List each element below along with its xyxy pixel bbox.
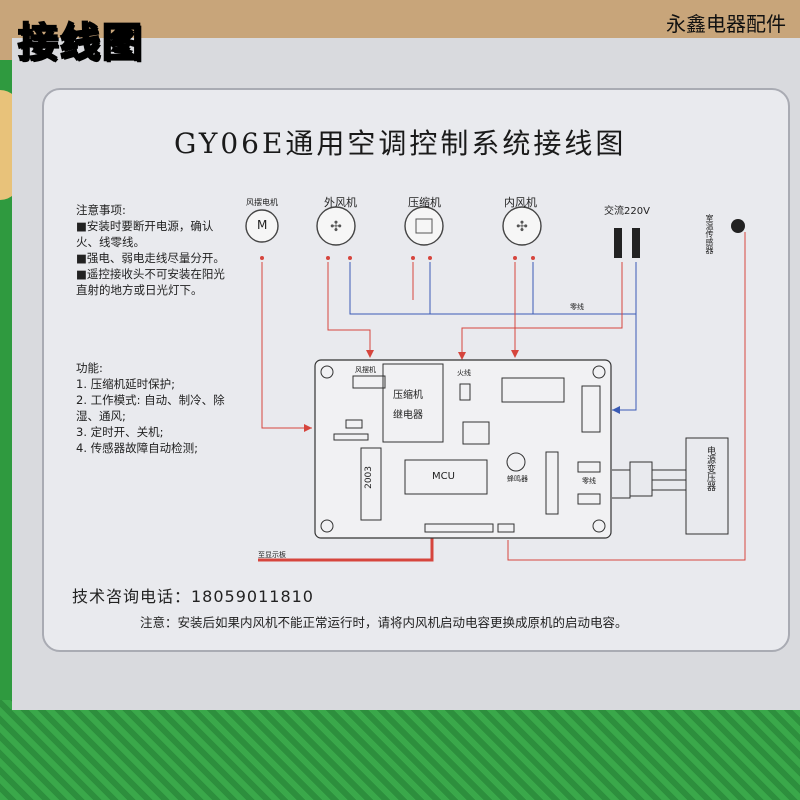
function-item: 1. 压缩机延时保护;: [76, 377, 176, 391]
outer-fan-label: 外风机: [324, 196, 357, 209]
relay-label: 压缩机继电器: [393, 390, 423, 421]
side-connector: [581, 385, 601, 433]
note-item: ■安装时要断开电源，确认火、线零线。: [76, 219, 214, 249]
sensor-icon: [731, 219, 745, 233]
buzzer-label: 蜂鸣器: [507, 475, 528, 483]
fan-blade-icon: ✣: [330, 219, 342, 235]
display-label: 至显示板: [258, 551, 286, 559]
notes-heading: 注意事项:: [76, 203, 126, 217]
board-neutral-label: 零线: [582, 477, 596, 485]
swing-motor-label: 风摆电机: [246, 198, 278, 207]
arrow-icon: [511, 350, 519, 358]
note-item: ■遥控接收头不可安装在阳光直射的地方或日光灯下。: [76, 267, 225, 297]
background-green-mat: [0, 700, 800, 800]
chip-label: 2003: [364, 466, 374, 489]
neutral-wire: [349, 262, 636, 315]
shop-name: 永鑫电器配件: [666, 12, 786, 36]
neutral-wire-branch: [429, 262, 534, 314]
transformer: [685, 437, 729, 535]
compressor-label: 压缩机: [408, 196, 441, 209]
swing-motor-wire: [261, 262, 312, 429]
functions-heading: 功能:: [76, 361, 103, 375]
compressor-icon: [404, 206, 444, 246]
functions-section: 功能: 1. 压缩机延时保护; 2. 工作模式: 自动、制冷、除湿、通风; 3.…: [76, 360, 246, 456]
notes-section: 注意事项: ■安装时要断开电源，确认火、线零线。 ■强电、弱电走线尽量分开。 ■…: [76, 202, 226, 298]
function-item: 2. 工作模式: 自动、制冷、除湿、通风;: [76, 393, 225, 423]
outer-fan-wire: [327, 262, 371, 350]
motor-symbol: M: [257, 218, 268, 232]
ac-power-label: 交流220V: [604, 206, 650, 217]
main-title: GY06E通用空调控制系统接线图: [174, 127, 627, 160]
relay: [382, 363, 444, 443]
neutral-label: 零线: [570, 303, 584, 311]
transformer-label: 电源变压器: [705, 446, 715, 491]
corner-title: 接线图: [17, 19, 144, 67]
arrow-icon: [612, 406, 620, 414]
sensor-wire: [507, 232, 746, 561]
display-cable: [258, 530, 434, 562]
inner-fan-label: 内风机: [504, 196, 537, 209]
arrow-icon: [458, 352, 466, 360]
room-sensor-label: 室温传感器: [705, 214, 714, 254]
fan-blade-icon: ✣: [516, 219, 528, 235]
chip-2003: [360, 447, 382, 521]
compressor-symbol-icon: [415, 218, 433, 234]
board-swing-label: 风摆机: [355, 366, 376, 374]
display-connector: [424, 523, 494, 533]
support-phone: 技术咨询电话：18059011810: [72, 587, 314, 606]
function-item: 3. 定时开、关机;: [76, 425, 164, 439]
mcu-chip: [404, 459, 488, 495]
arrow-icon: [366, 350, 374, 358]
ac-plug-icon: [632, 228, 640, 258]
arrow-icon: [304, 424, 312, 432]
board-fire-label: 火线: [457, 369, 471, 377]
neutral-to-board: [612, 262, 637, 411]
fire-terminal: [459, 383, 471, 401]
buzzer: [506, 452, 526, 472]
swing-connector: [352, 375, 386, 389]
ac-plug-icon: [614, 228, 622, 258]
outer-fan-icon: [316, 206, 356, 246]
control-board: [314, 359, 612, 539]
function-item: 4. 传感器故障自动检测;: [76, 441, 199, 455]
terminal-block: [501, 377, 565, 403]
note-item: ■强电、弱电走线尽量分开。: [76, 251, 225, 265]
inner-fan-icon: [502, 206, 542, 246]
mcu-label: MCU: [432, 471, 455, 482]
fire-wire: [461, 262, 623, 352]
swing-motor-icon: [245, 209, 279, 243]
bottom-note: 注意：安装后如果内风机不能正常运行时，请将内风机启动电容更换成原机的启动电容。: [140, 615, 628, 630]
